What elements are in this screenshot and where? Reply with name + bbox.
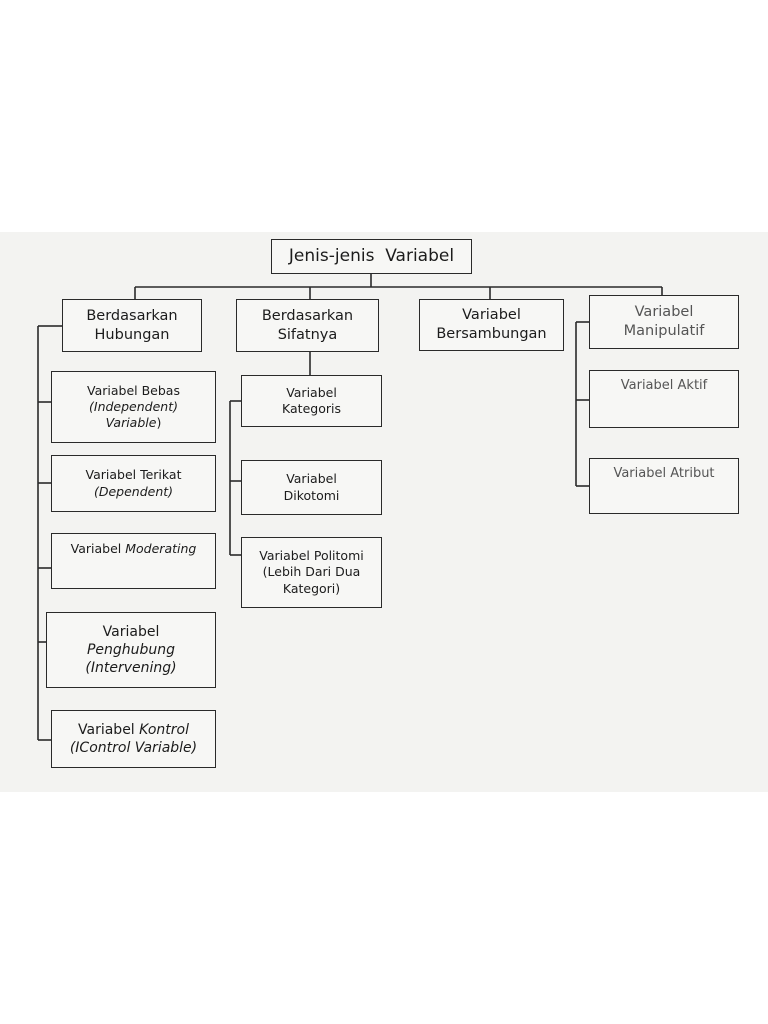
node-variabel-politomi: Variabel Politomi (Lebih Dari Dua Katego… — [241, 537, 382, 608]
category-label-line2: Bersambungan — [436, 326, 547, 342]
node-label-prefix: Variabel — [70, 541, 126, 556]
node-label-italic: Moderating — [125, 541, 197, 556]
root-title: Jenis-jenis Variabel — [288, 246, 455, 267]
category-berdasarkan-hubungan: Berdasarkan Hubungan — [62, 299, 202, 352]
category-variabel-manipulatif: Variabel Manipulatif — [589, 295, 739, 349]
node-label-line2: (IControl Variable) — [69, 740, 198, 756]
node-variabel-bebas: Variabel Bebas (Independent) Variable) — [51, 371, 216, 443]
category-label-line1: Variabel — [462, 307, 521, 324]
node-label-line2: (Dependent) — [93, 483, 174, 499]
node-variabel-penghubung: Variabel Penghubung (Intervening) — [46, 612, 216, 688]
category-label-line1: Berdasarkan — [86, 307, 178, 324]
node-label-line2: Dikotomi — [283, 487, 340, 503]
node-label-line1: Variabel Moderating — [71, 541, 197, 557]
node-label-line1: Variabel Politomi — [259, 548, 364, 564]
node-variabel-moderating: Variabel Moderating — [51, 533, 216, 589]
category-label-line2: Sifatnya — [277, 326, 338, 343]
node-label-line2: Kategoris — [282, 401, 341, 416]
node-label-close-paren: ) — [156, 415, 162, 431]
node-label: Variabel Atribut — [613, 466, 715, 481]
category-label-line2: Manipulatif — [623, 323, 705, 339]
node-variabel-terikat: Variabel Terikat (Dependent) — [51, 455, 216, 512]
category-label-line1: Berdasarkan — [261, 307, 354, 324]
category-label-line1: Variabel — [634, 304, 694, 321]
category-berdasarkan-sifatnya: Berdasarkan Sifatnya — [236, 299, 379, 352]
node-variabel-aktif: Variabel Aktif — [589, 370, 739, 428]
node-label-line2: (Lebih Dari Dua — [262, 564, 361, 580]
category-label-line2: Hubungan — [94, 326, 170, 343]
node-variabel-kategoris: Variabel Kategoris — [241, 375, 382, 427]
node-label-line2: (Independent) — [89, 398, 178, 414]
node-label-italic: Variable — [105, 415, 157, 431]
category-variabel-bersambungan: Variabel Bersambungan — [419, 299, 564, 351]
node-label-line3: Variable) — [106, 415, 162, 431]
node-label-line2: Penghubung — [86, 641, 176, 658]
node-label-line1: Variabel — [102, 623, 160, 640]
node-label-italic: Kontrol — [139, 721, 189, 738]
node-label-prefix: Variabel — [78, 721, 140, 738]
node-label-line3: (Intervening) — [85, 660, 177, 677]
node-variabel-dikotomi: Variabel Dikotomi — [241, 460, 382, 515]
node-variabel-kontrol: Variabel Kontrol (IControl Variable) — [51, 710, 216, 768]
node-label-line3: Kategori) — [282, 580, 341, 596]
node-variabel-atribut: Variabel Atribut — [589, 458, 739, 514]
node-label: Variabel Aktif — [620, 378, 708, 393]
node-label-line1: Variabel Bebas — [87, 382, 180, 398]
node-label-line1: Variabel — [286, 471, 337, 487]
node-label-line1: Variabel Kontrol — [78, 721, 189, 739]
root-node: Jenis-jenis Variabel — [271, 239, 472, 274]
node-label-line1: Variabel Terikat — [85, 467, 182, 483]
node-label-line1: Variabel — [286, 384, 337, 400]
